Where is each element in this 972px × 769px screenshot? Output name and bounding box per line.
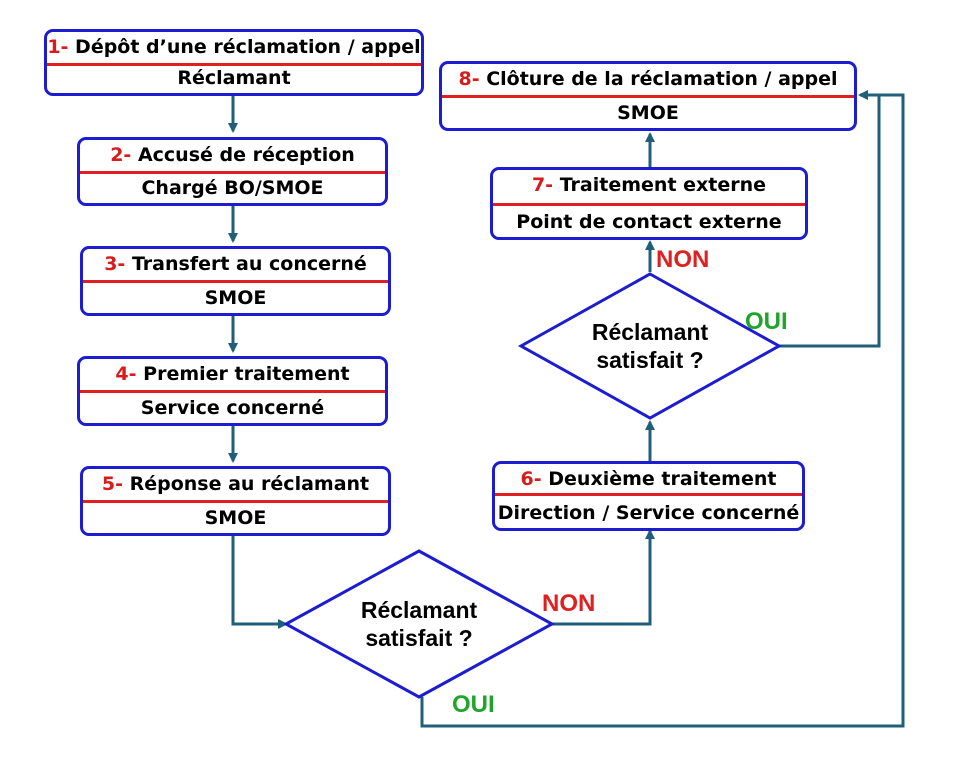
step-6-box: 6- Deuxième traitement Direction / Servi… xyxy=(492,461,805,531)
step-8-actor: SMOE xyxy=(617,102,679,124)
decision-2-line2: satisfait ? xyxy=(596,347,704,373)
step-8-number: 8- xyxy=(458,68,480,90)
step-3-box: 3- Transfert au concerné SMOE xyxy=(80,246,391,316)
decision-2-line1: Réclamant xyxy=(591,319,709,345)
step-4-actor: Service concerné xyxy=(140,397,325,419)
step-5-number: 5- xyxy=(101,473,123,495)
step-8-box: 8- Clôture de la réclamation / appel SMO… xyxy=(439,61,857,131)
step-4-title: 4- Premier traitement xyxy=(115,363,350,385)
step-2-box: 2- Accusé de réception Chargé BO/SMOE xyxy=(77,137,388,206)
decision-2-oui-label: OUI xyxy=(745,308,788,335)
step-2-actor: Chargé BO/SMOE xyxy=(141,177,324,199)
decision-1-oui-label: OUI xyxy=(452,691,495,718)
step-1-separator xyxy=(47,63,421,66)
step-8-separator xyxy=(442,95,854,98)
step-7-number: 7- xyxy=(531,174,554,196)
step-1-box: 1- Dépôt d’une réclamation / appel Récla… xyxy=(44,29,424,96)
connector-decision1-non xyxy=(552,529,655,626)
step-4-number: 4- xyxy=(115,363,137,385)
step-5-actor: SMOE xyxy=(204,507,267,529)
step-4-separator xyxy=(80,390,385,393)
step-1-actor: Réclamant xyxy=(177,67,291,89)
step-3-number: 3- xyxy=(104,253,126,275)
step-2-separator xyxy=(80,171,385,174)
step-3-separator xyxy=(83,280,388,283)
connector-decision2-oui xyxy=(779,95,881,348)
step-5-separator xyxy=(83,500,388,503)
decision-1-line1: Réclamant xyxy=(360,597,478,623)
step-7-separator xyxy=(493,203,805,206)
step-7-title: 7- Traitement externe xyxy=(531,174,767,196)
step-2-number: 2- xyxy=(110,144,132,166)
step-1-title: 1- Dépôt d’une réclamation / appel xyxy=(47,36,421,58)
step-6-title: 6- Deuxième traitement xyxy=(520,468,777,490)
step-5-title: 5- Réponse au réclamant xyxy=(101,473,370,495)
step-8-title: 8- Clôture de la réclamation / appel xyxy=(458,68,838,90)
step-5-box: 5- Réponse au réclamant SMOE xyxy=(80,466,391,536)
step-6-actor: Direction / Service concerné xyxy=(497,502,800,524)
step-4-box: 4- Premier traitement Service concerné xyxy=(77,356,388,426)
decision-1-label: Réclamant satisfait ? xyxy=(319,596,519,652)
step-1-number: 1- xyxy=(47,36,69,58)
step-2-title: 2- Accusé de réception xyxy=(110,144,355,166)
step-7-actor: Point de contact externe xyxy=(516,211,782,233)
decision-diamond-1 xyxy=(282,549,556,699)
step-3-title: 3- Transfert au concerné xyxy=(104,253,367,275)
step-7-box: 7- Traitement externe Point de contact e… xyxy=(490,167,808,240)
connector-5-decision1 xyxy=(231,536,288,629)
step-6-number: 6- xyxy=(520,468,542,490)
step-3-actor: SMOE xyxy=(204,287,267,309)
decision-1-line2: satisfait ? xyxy=(365,625,473,651)
decision-2-label: Réclamant satisfait ? xyxy=(550,318,750,374)
decision-diamond-2 xyxy=(517,272,783,420)
decision-2-non-label: NON xyxy=(656,246,710,273)
decision-1-non-label: NON xyxy=(542,590,596,617)
step-6-separator xyxy=(495,493,802,496)
connector-decision1-oui xyxy=(420,90,905,728)
